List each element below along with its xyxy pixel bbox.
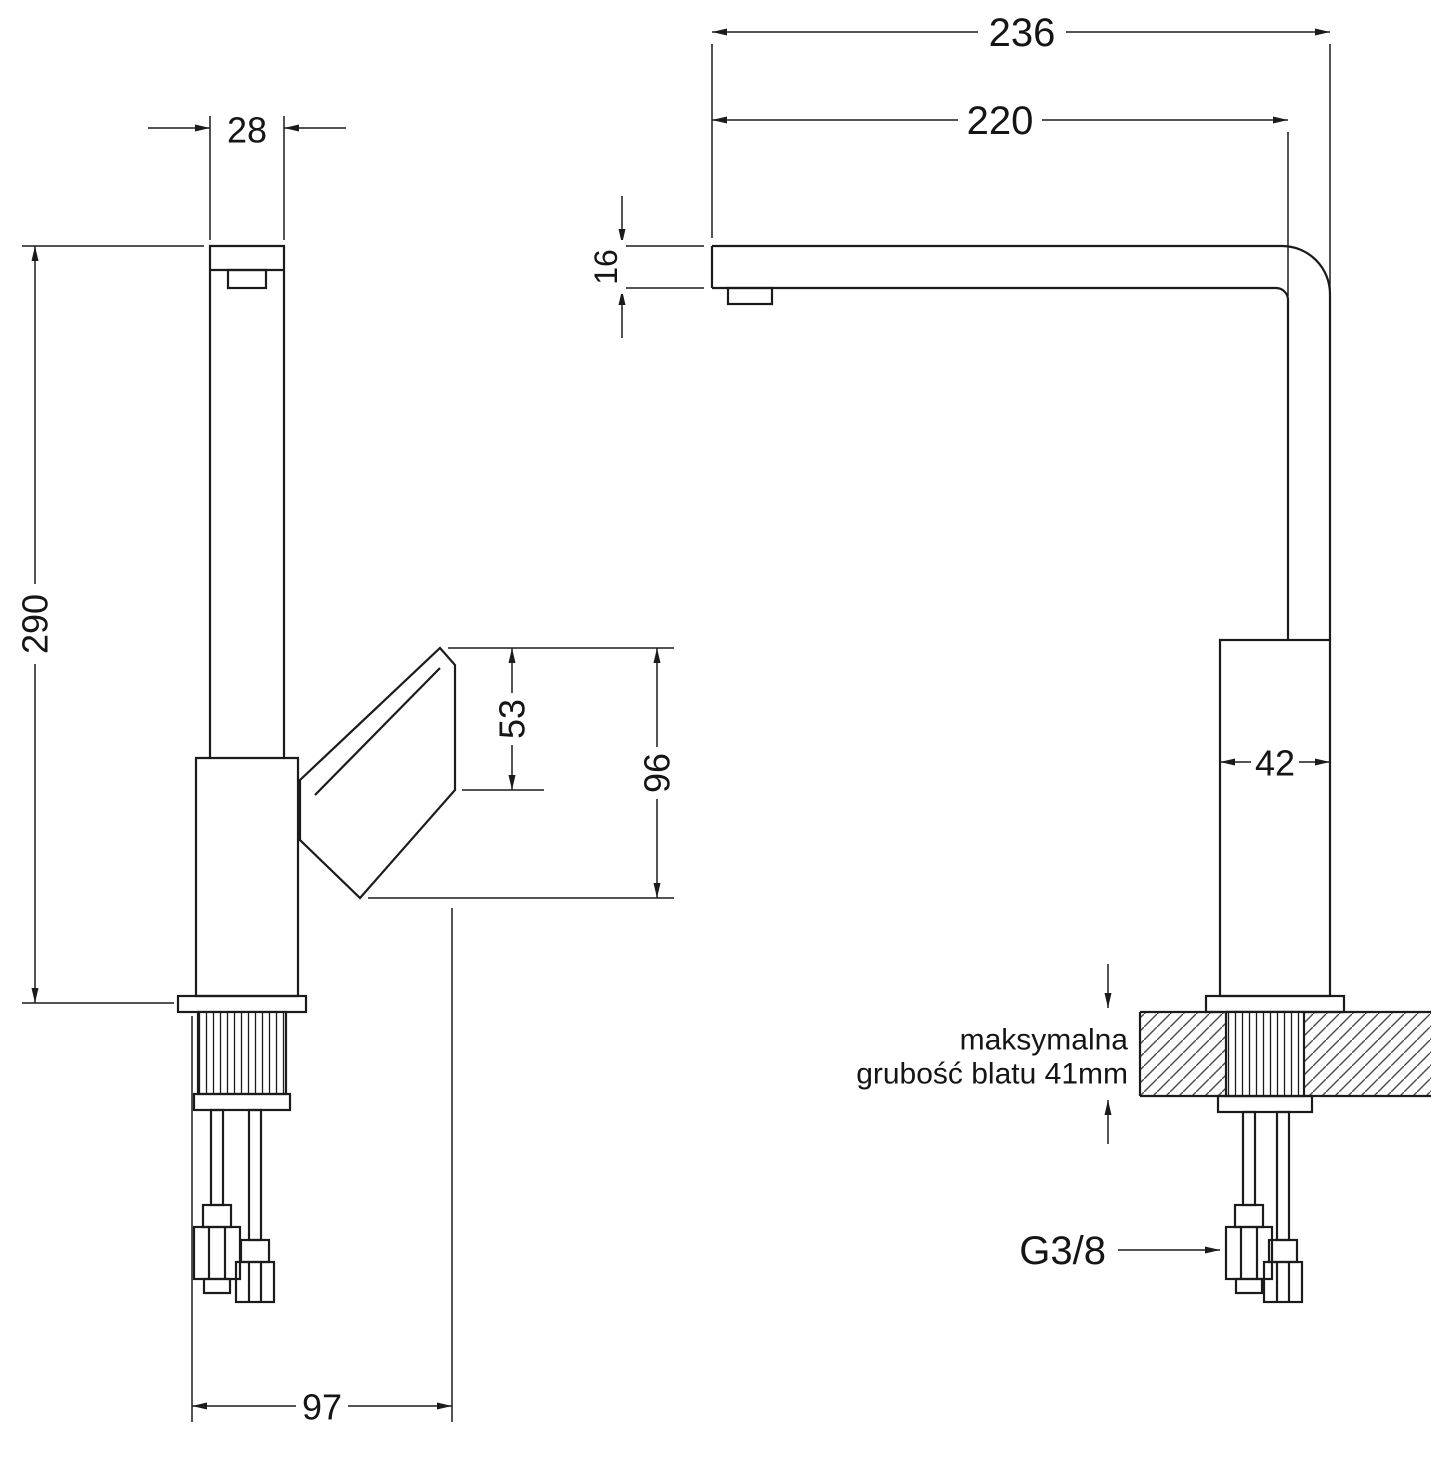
mounting-rod2-front [1275,1110,1291,1242]
dim-290-label: 290 [15,594,56,654]
dimension-16: 16 [588,196,704,338]
rod1-nut-side [201,1203,233,1229]
dim-53-label: 53 [492,699,533,739]
aerator-front [726,286,774,306]
shank-threads-front [1226,1012,1304,1096]
mounting-rod1-front [1241,1110,1257,1207]
side-view: 28 290 53 96 [15,110,678,1428]
countertop-thickness-note: maksymalna grubość blatu 41mm [856,964,1128,1144]
dim-28-label: 28 [227,110,267,151]
handle-inner-line [314,667,441,796]
rod2-nut-front [1267,1238,1299,1264]
rod1-hex-connector-side [192,1225,242,1281]
base-flange-side [176,994,308,1014]
aerator-side [226,268,268,290]
base-flange-front [1204,994,1346,1014]
mounting-rod1-side [209,1108,225,1207]
dim-96-label: 96 [637,753,678,793]
rod2-nut-side [239,1238,271,1264]
dim-42-label: 42 [1255,743,1295,784]
dimension-96: 96 [368,648,678,899]
thread-callout: G3/8 [1019,1229,1220,1273]
dim-16-label: 16 [588,249,624,285]
counter-note-line2: grubość blatu 41mm [856,1058,1128,1091]
dimension-290: 290 [15,245,204,1004]
counter-note-line1: maksymalna [960,1024,1129,1057]
dimension-220: 220 [712,98,1289,296]
dimension-236: 236 [711,10,1331,290]
shank-threads-side [198,1012,286,1094]
body-column-front [1218,638,1332,998]
rod2-hex-connector-side [234,1260,276,1304]
dimension-42: 42 [1220,740,1330,784]
dimension-28: 28 [148,110,346,240]
rod1-nut-front [1233,1203,1265,1229]
dim-220-label: 220 [967,99,1034,143]
handle-lever [298,646,457,900]
rod1-collar-side [202,1277,232,1295]
front-view: 236 220 16 42 maksymalna [588,10,1431,1304]
spout-column-outline [194,244,300,998]
rod2-hex-connector-front [1262,1260,1304,1304]
mounting-bracket-front [1216,1094,1314,1114]
rod1-collar-front [1234,1277,1264,1295]
dimension-97: 97 [191,908,453,1428]
spout-arm-inner [712,286,1290,640]
thread-label: G3/8 [1019,1229,1106,1273]
dim-236-label: 236 [989,11,1056,55]
mounting-bracket-side [192,1092,292,1112]
dimension-53: 53 [448,647,674,791]
spout-arm-outer [712,244,1332,640]
mounting-rod2-side [247,1108,263,1242]
dim-97-label: 97 [302,1387,342,1428]
